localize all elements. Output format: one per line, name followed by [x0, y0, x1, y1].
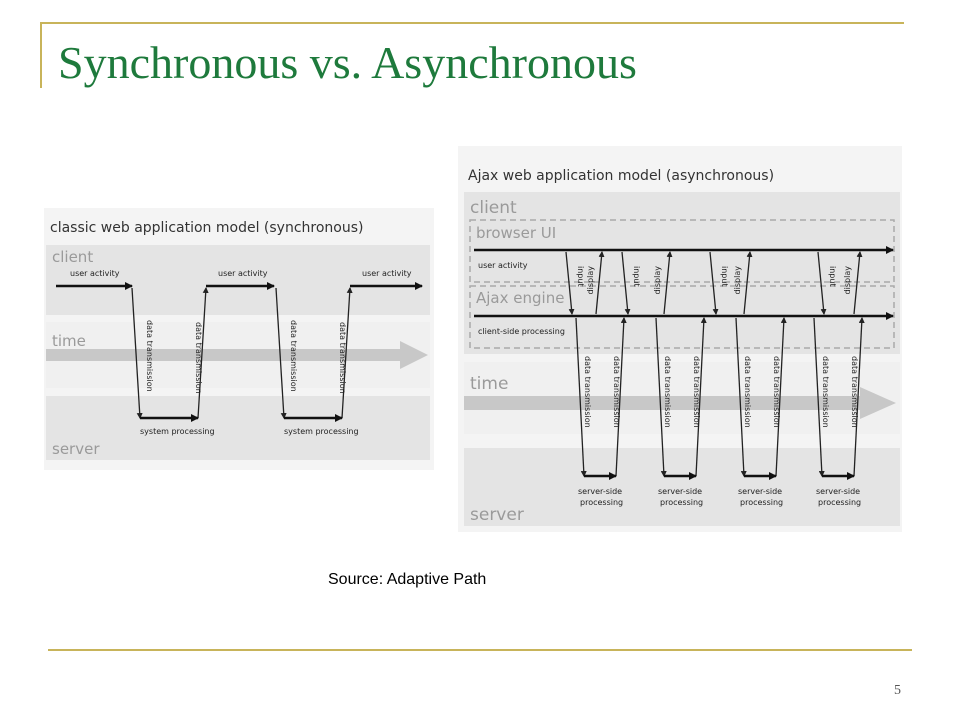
sync-time-label: time [52, 332, 86, 350]
async-diagram: Ajax web application model (asynchronous… [458, 146, 902, 532]
async-processing-label-1: processing [580, 498, 623, 507]
async-input-label-3: input [720, 266, 729, 287]
sync-time-arrow [46, 341, 428, 369]
sync-data-transmission-label-4: data transmission [338, 322, 347, 394]
sync-server-band [46, 396, 430, 460]
async-data-transmission-label-6: data transmission [772, 356, 781, 428]
async-time-arrow [464, 387, 896, 419]
async-time-label: time [470, 374, 508, 394]
async-ajax-engine-box [469, 285, 895, 349]
async-user-activity-label: user activity [478, 261, 528, 270]
async-browser-ui-label: browser UI [476, 224, 556, 242]
sync-user-activity-label-1: user activity [70, 269, 120, 278]
async-data-transmission-label-3: data transmission [663, 356, 672, 428]
async-data-transmission-label-5: data transmission [743, 356, 752, 428]
async-server-side-label-1: server-side [578, 487, 622, 496]
async-input-arrow-2 [621, 251, 631, 315]
sync-data-transmission-label-2: data transmission [194, 322, 203, 394]
sync-server-label: server [52, 440, 100, 458]
async-processing-label-3: processing [740, 498, 783, 507]
async-input-label-2: input [632, 266, 641, 287]
async-input-arrow-3 [709, 251, 719, 315]
sync-request-line-1 [131, 287, 143, 419]
async-display-label-3: display [733, 266, 742, 295]
sync-data-transmission-label-3: data transmission [289, 320, 298, 392]
sync-user-activity-label-2: user activity [218, 269, 268, 278]
async-input-label-4: input [828, 266, 837, 287]
bottom-rule [48, 649, 912, 651]
sync-request-line-2 [275, 287, 287, 419]
async-display-arrow-2 [663, 251, 673, 315]
source-caption: Source: Adaptive Path [328, 571, 487, 588]
sync-response-line-1 [197, 287, 209, 419]
sync-diagram: classic web application model (synchrono… [44, 208, 434, 470]
async-request-line-1 [575, 317, 587, 477]
sync-client-band [46, 245, 430, 315]
page-number: 5 [894, 683, 901, 698]
sync-title: classic web application model (synchrono… [50, 220, 363, 236]
async-server-band [464, 448, 900, 526]
async-server-side-label-4: server-side [816, 487, 860, 496]
async-server-side-label-3: server-side [738, 487, 782, 496]
async-display-label-4: display [843, 266, 852, 295]
async-response-line-4 [853, 317, 865, 477]
sync-system-processing-label-2: system processing [284, 427, 359, 436]
sync-response-line-2 [341, 287, 353, 419]
async-browser-ui-box [469, 219, 895, 283]
sync-data-transmission-label-1: data transmission [145, 320, 154, 392]
async-processing-label-2: processing [660, 498, 703, 507]
async-display-arrow-3 [743, 251, 753, 315]
async-input-label-1: input [576, 266, 585, 287]
sync-client-label: client [52, 248, 93, 266]
async-data-transmission-label-1: data transmission [583, 356, 592, 428]
async-data-transmission-label-8: data transmission [850, 356, 859, 428]
async-input-arrow-1 [565, 251, 575, 315]
async-data-transmission-label-4: data transmission [692, 356, 701, 428]
async-display-label-1: display [586, 266, 595, 295]
slide-title: Synchronous vs. Asynchronous [58, 37, 637, 88]
async-response-line-3 [775, 317, 787, 477]
async-server-side-label-2: server-side [658, 487, 702, 496]
async-request-line-4 [813, 317, 825, 477]
async-processing-label-4: processing [818, 498, 861, 507]
async-response-line-2 [695, 317, 707, 477]
async-server-label: server [470, 505, 524, 525]
top-rule [40, 22, 904, 24]
async-client-label: client [470, 198, 517, 218]
async-response-line-1 [615, 317, 627, 477]
async-ajax-engine-label: Ajax engine [476, 289, 564, 307]
async-request-line-3 [735, 317, 747, 477]
async-display-arrow-1 [595, 251, 605, 315]
async-data-transmission-label-7: data transmission [821, 356, 830, 428]
async-input-arrow-4 [817, 251, 827, 315]
async-display-arrow-4 [853, 251, 863, 315]
left-rule [40, 22, 42, 88]
sync-system-processing-label-1: system processing [140, 427, 215, 436]
async-title: Ajax web application model (asynchronous… [468, 168, 774, 184]
async-client-band [464, 192, 900, 354]
async-display-label-2: display [653, 266, 662, 295]
async-client-processing-label: client-side processing [478, 327, 565, 336]
async-data-transmission-label-2: data transmission [612, 356, 621, 428]
async-request-line-2 [655, 317, 667, 477]
sync-user-activity-label-3: user activity [362, 269, 412, 278]
